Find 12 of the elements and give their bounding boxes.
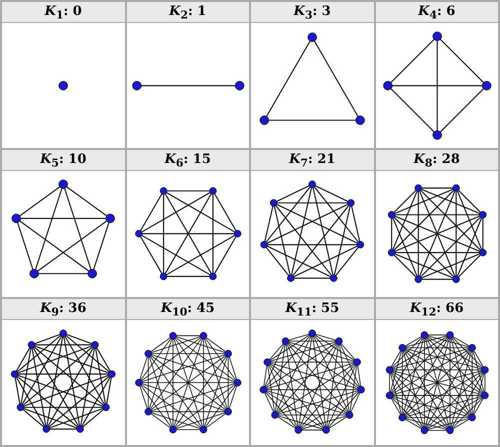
graph-label: K$_{8}$: 28 <box>376 150 498 172</box>
graph-label: K$_{12}$: 66 <box>376 298 498 320</box>
graph-label: K$_{3}$: 3 <box>251 2 374 23</box>
graph-label: K$_{6}$: 15 <box>126 150 249 172</box>
graph-label: K$_{2}$: 1 <box>126 2 249 23</box>
graph-label: K$_{11}$: 55 <box>251 298 374 320</box>
graph-label: K$_{9}$: 36 <box>2 298 124 320</box>
graph-label: K$_{10}$: 45 <box>126 298 249 320</box>
graph-label: K$_{1}$: 0 <box>2 2 124 23</box>
graph-label: K$_{7}$: 21 <box>251 150 374 172</box>
graph-label: K$_{5}$: 10 <box>2 150 124 172</box>
graph-label: K$_{4}$: 6 <box>376 2 498 23</box>
